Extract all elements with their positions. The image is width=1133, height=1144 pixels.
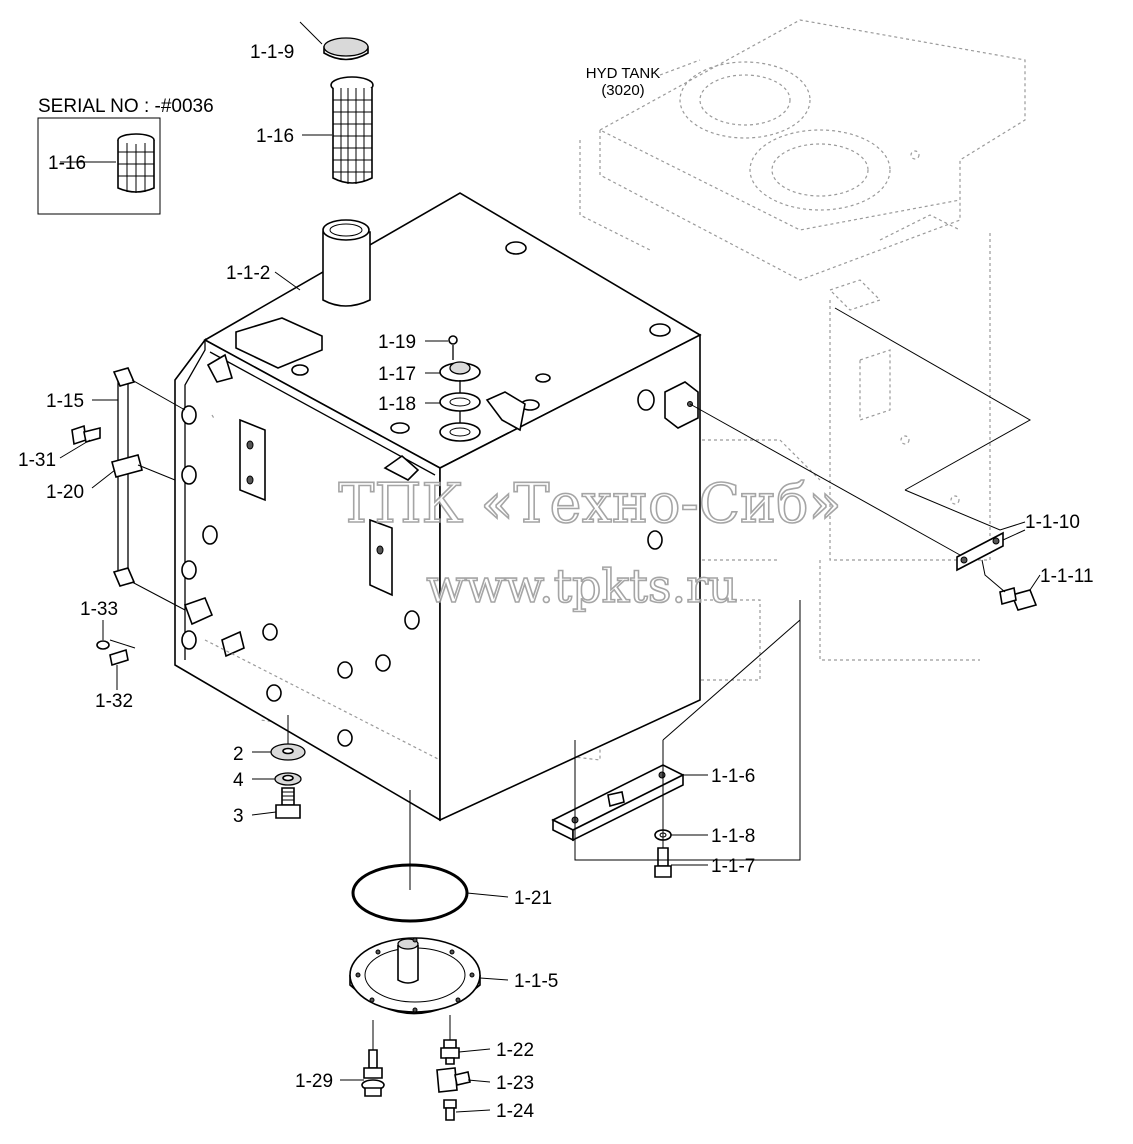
watermark-line2: www.tpkts.ru [426,559,737,613]
sight-gauge-assembly [439,335,481,442]
hyd-tank-name: HYD TANK [586,65,660,82]
watermark-line1: ТПК «Техно-Сиб» [338,472,841,535]
tank-body [174,192,702,822]
level-pipe-assembly [71,367,143,667]
label-1-24: 1-24 [496,1101,534,1122]
label-1-18: 1-18 [378,394,416,415]
label-1-29: 1-29 [295,1071,333,1092]
label-1-21: 1-21 [514,888,552,909]
label-1-1-7: 1-1-7 [711,856,755,877]
watermark: ТПК «Техно-Сиб» www.tpkts.ru [338,471,843,614]
part-labels: 1-1-9 1-16 1-1-2 1-19 1-17 1-18 1-15 1-3… [18,42,1094,1122]
label-1-19: 1-19 [378,332,416,353]
hyd-tank-code: (3020) [601,82,644,99]
label-1-1-8: 1-1-8 [711,826,755,847]
label-2: 2 [233,744,244,765]
serial-inset [37,117,161,215]
label-1-1-10: 1-1-10 [1025,512,1080,533]
label-1-1-5: 1-1-5 [514,971,558,992]
serial-inset-part-label: 1-16 [48,153,86,174]
bottom-bracket [551,764,685,878]
label-1-1-2: 1-1-2 [226,263,270,284]
side-plate [664,381,1038,611]
drain-fittings [361,1039,471,1121]
serial-number-label: SERIAL NO : -#0036 [38,96,214,117]
leader-lines [59,21,1041,1113]
label-4: 4 [233,770,244,791]
label-1-1-11: 1-1-11 [1040,566,1094,587]
label-1-22: 1-22 [496,1040,534,1061]
label-1-1-6: 1-1-6 [711,766,755,787]
label-1-32: 1-32 [95,691,133,712]
label-1-17: 1-17 [378,364,416,385]
label-1-23: 1-23 [496,1073,534,1094]
label-1-20: 1-20 [46,482,84,503]
strainer-element [330,76,374,184]
label-1-33: 1-33 [80,599,118,620]
label-1-31: 1-31 [18,450,56,471]
label-1-15: 1-15 [46,391,84,412]
mount-hardware [270,743,306,819]
bottom-cover [349,937,481,1015]
filler-cap [323,37,369,61]
label-1-1-9: 1-1-9 [250,42,294,63]
label-3: 3 [233,806,244,827]
label-1-16: 1-16 [256,126,294,147]
